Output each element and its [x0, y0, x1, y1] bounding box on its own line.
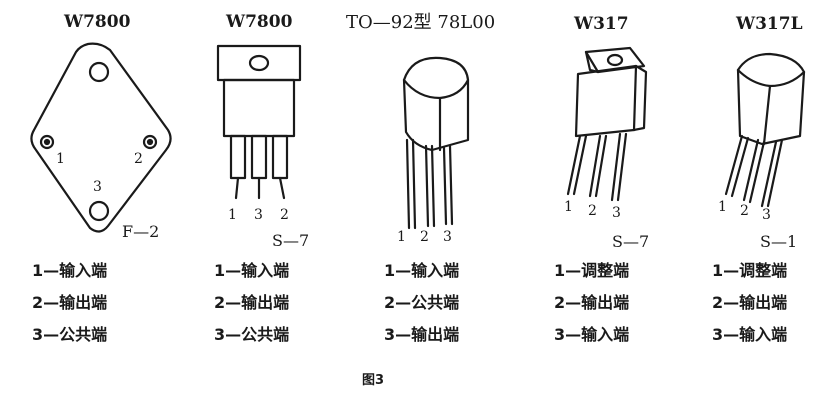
title-to92-78l00: TO—92型 78L00 — [346, 12, 496, 33]
title-w317l: W317L — [736, 14, 803, 34]
pin-legend-item: 3—公共端 — [214, 325, 290, 344]
pin-legend-item: 1—调整端 — [554, 261, 630, 280]
pin-legend-item: 3—输入端 — [554, 325, 630, 344]
pin-label: 2 — [588, 203, 597, 219]
package-code: S—7 — [612, 232, 650, 251]
w317l-s1-package — [724, 52, 806, 208]
pin-label: 3 — [93, 179, 102, 195]
w7800-f2-package — [30, 42, 172, 233]
pin-label: 3 — [254, 207, 263, 223]
pin-label: 1 — [228, 207, 237, 223]
pin-label: 3 — [612, 205, 621, 221]
pin-legend-item: 1—输入端 — [384, 261, 460, 280]
pin-label: 2 — [420, 229, 429, 245]
pin-label: 2 — [740, 203, 749, 219]
package-code: F—2 — [122, 222, 160, 241]
pin-legend-item: 2—公共端 — [384, 293, 460, 312]
pin-legend-item: 1—输入端 — [214, 261, 290, 280]
pin-legend-item: 2—输出端 — [32, 293, 108, 312]
pin-legend-item: 1—输入端 — [32, 261, 108, 280]
w317-s7-package — [566, 46, 648, 202]
figure-caption: 图3 — [362, 373, 385, 388]
pin-legend-item: 2—输出端 — [214, 293, 290, 312]
title-w317: W317 — [574, 14, 629, 34]
pin-legend-item: 2—输出端 — [554, 293, 630, 312]
pin-label: 3 — [443, 229, 452, 245]
pin-label: 1 — [56, 151, 65, 167]
pin-legend-item: 2—输出端 — [712, 293, 788, 312]
pin-label: 1 — [718, 199, 727, 215]
title-w7800-s7: W7800 — [226, 12, 293, 32]
title-w7800-f2: W7800 — [64, 12, 131, 32]
pin-legend-item: 3—输入端 — [712, 325, 788, 344]
pin-label: 3 — [762, 207, 771, 223]
pin-legend-item: 3—输出端 — [384, 325, 460, 344]
pin-label: 1 — [564, 199, 573, 215]
package-code: S—1 — [760, 232, 798, 251]
pin-label: 1 — [397, 229, 406, 245]
w7800-s7-package — [216, 44, 302, 200]
pin-legend-item: 3—公共端 — [32, 325, 108, 344]
pin-legend-item: 1—调整端 — [712, 261, 788, 280]
to92-78l00-package — [402, 56, 470, 230]
pin-label: 2 — [134, 151, 143, 167]
package-code: S—7 — [272, 231, 310, 250]
pin-label: 2 — [280, 207, 289, 223]
